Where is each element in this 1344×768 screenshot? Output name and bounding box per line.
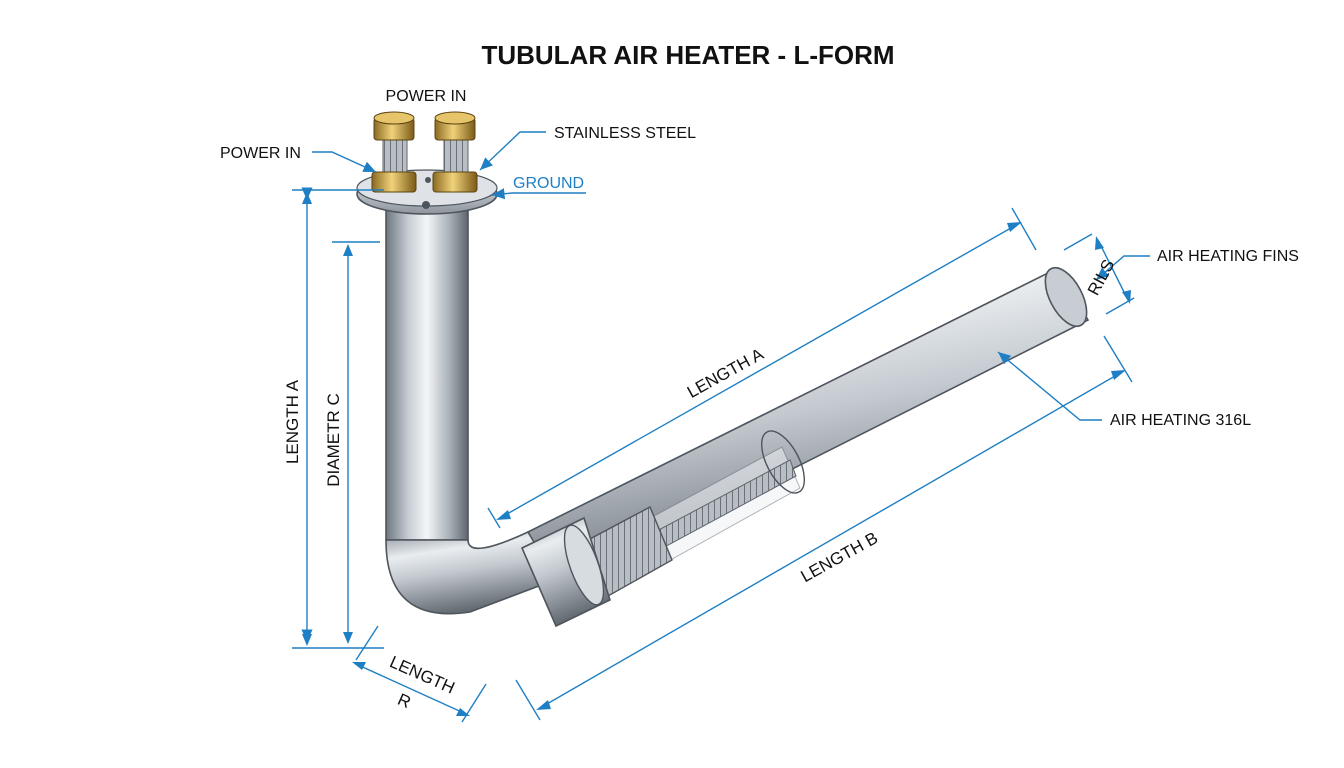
dimension-fins [1063,233,1135,315]
dimension-length-b [515,335,1133,721]
air-heating-316l-leader [997,351,1102,421]
air-heating-fins-leader [1095,255,1150,281]
dimension-length-r [352,625,487,723]
length-r-label-line1: LENGTH [387,652,458,697]
ground-label: GROUND [513,175,584,192]
stainless-steel-leader [479,131,546,171]
length-a-vertical-label: LENGTH A [283,379,302,464]
diagram-title: TUBULAR AIR HEATER - L-FORM [481,40,894,70]
stainless-steel-label: STAINLESS STEEL [554,125,696,142]
power-in-top-label: POWER IN [386,88,467,105]
power-terminal-icon [371,111,417,193]
heater-body [385,199,1090,628]
ground-leader [491,188,586,200]
power-terminal-icon [432,111,478,193]
power-in-left-label: POWER IN [220,145,301,162]
power-in-leader [312,151,377,173]
dimension-diameter-c [332,241,380,644]
air-heating-fins-label: AIR HEATING FINS [1157,248,1299,265]
length-b-label: LENGTH B [798,528,882,586]
fins-dimension-label: RILS [1084,256,1119,298]
dimension-length-a-diagonal [487,207,1037,529]
length-r-label-line2: R [395,690,414,712]
air-heating-316l-label: AIR HEATING 316L [1110,412,1251,429]
dimension-length-a-vertical [292,187,384,649]
diameter-c-label: DIAMETR C [324,393,343,487]
